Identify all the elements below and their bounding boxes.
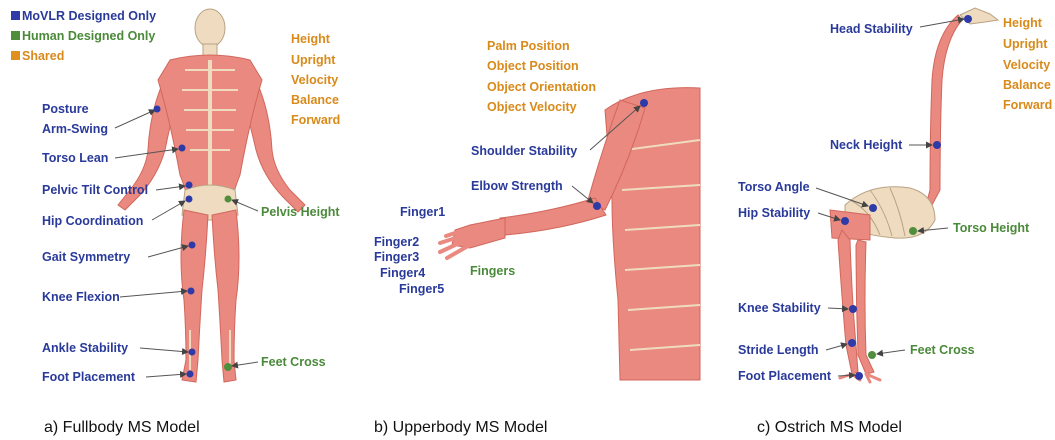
label-stride-length: Stride Length xyxy=(738,343,819,357)
marker-dot xyxy=(225,196,232,203)
legend-label-human: Human Designed Only xyxy=(22,29,155,43)
shared-label: Palm Position xyxy=(487,39,570,53)
marker-dot xyxy=(186,196,193,203)
legend: MoVLR Designed Only Human Designed Only … xyxy=(11,9,156,63)
fullbody-shared-labels: Height Upright Velocity Balance Forward xyxy=(291,32,340,127)
shared-label: Upright xyxy=(291,53,336,67)
legend-swatch-shared xyxy=(11,51,20,60)
shared-label: Height xyxy=(1003,16,1043,30)
marker-dot xyxy=(855,372,863,380)
label-torso-angle: Torso Angle xyxy=(738,180,810,194)
marker-dot xyxy=(186,182,193,189)
fullbody-movlr-labels: Posture Arm-Swing Torso Lean Pelvic Tilt… xyxy=(42,102,196,384)
legend-swatch-human xyxy=(11,31,20,40)
label-finger2: Finger2 xyxy=(374,235,419,249)
label-posture: Posture xyxy=(42,102,89,116)
marker-dot xyxy=(841,217,849,225)
marker-dot xyxy=(189,349,196,356)
shared-label: Velocity xyxy=(291,73,338,87)
shared-label: Balance xyxy=(1003,78,1051,92)
caption-upperbody: b) Upperbody MS Model xyxy=(374,419,547,436)
marker-dot xyxy=(154,106,161,113)
upperbody-human-labels: Fingers xyxy=(470,264,515,278)
label-finger1: Finger1 xyxy=(400,205,445,219)
shared-label: Forward xyxy=(1003,98,1052,112)
label-finger3: Finger3 xyxy=(374,250,419,264)
legend-swatch-movlr xyxy=(11,11,20,20)
marker-dot xyxy=(224,363,232,371)
ostrich-shared-labels: Height Upright Velocity Balance Forward xyxy=(1003,16,1052,112)
label-elbow-strength: Elbow Strength xyxy=(471,179,563,193)
label-ankle-stability: Ankle Stability xyxy=(42,341,128,355)
marker-dot xyxy=(849,305,857,313)
label-hip-stability: Hip Stability xyxy=(738,206,810,220)
marker-dot xyxy=(593,202,601,210)
shared-label: Object Velocity xyxy=(487,100,577,114)
label-torso-lean: Torso Lean xyxy=(42,151,108,165)
marker-dot xyxy=(848,339,856,347)
shared-label: Height xyxy=(291,32,331,46)
ostrich-human-labels: Torso Height Feet Cross xyxy=(868,221,1030,359)
legend-label-movlr: MoVLR Designed Only xyxy=(22,9,156,23)
shared-label: Upright xyxy=(1003,37,1048,51)
label-finger4: Finger4 xyxy=(380,266,425,280)
label-finger5: Finger5 xyxy=(399,282,444,296)
label-neck-height: Neck Height xyxy=(830,138,903,152)
marker-dot xyxy=(187,371,194,378)
label-pelvis-height: Pelvis Height xyxy=(261,205,340,219)
skull-icon xyxy=(195,9,225,47)
legend-label-shared: Shared xyxy=(22,49,64,63)
marker-dot xyxy=(640,99,648,107)
label-foot-placement: Foot Placement xyxy=(738,369,832,383)
shared-label: Forward xyxy=(291,113,340,127)
label-knee-stability: Knee Stability xyxy=(738,301,821,315)
ostrich-model-illustration xyxy=(830,8,998,382)
marker-dot xyxy=(933,141,941,149)
marker-dot xyxy=(868,351,876,359)
label-knee-flexion: Knee Flexion xyxy=(42,290,120,304)
label-shoulder-stability: Shoulder Stability xyxy=(471,144,577,158)
caption-fullbody: a) Fullbody MS Model xyxy=(44,419,200,436)
marker-dot xyxy=(179,145,186,152)
label-head-stability: Head Stability xyxy=(830,22,913,36)
upperbody-model-illustration xyxy=(440,88,700,380)
marker-dot xyxy=(189,242,196,249)
marker-dot xyxy=(869,204,877,212)
label-feet-cross: Feet Cross xyxy=(910,343,975,357)
label-fingers: Fingers xyxy=(470,264,515,278)
label-feet-cross: Feet Cross xyxy=(261,355,326,369)
marker-dot xyxy=(188,288,195,295)
label-gait-symmetry: Gait Symmetry xyxy=(42,250,130,264)
fullbody-human-labels: Pelvis Height Feet Cross xyxy=(224,196,340,372)
shared-label: Object Position xyxy=(487,59,579,73)
shared-label: Balance xyxy=(291,93,339,107)
label-torso-height: Torso Height xyxy=(953,221,1030,235)
shared-label: Velocity xyxy=(1003,58,1050,72)
label-hip-coordination: Hip Coordination xyxy=(42,214,143,228)
caption-ostrich: c) Ostrich MS Model xyxy=(757,419,902,436)
shared-label: Object Orientation xyxy=(487,80,596,94)
label-foot-placement: Foot Placement xyxy=(42,370,136,384)
marker-dot xyxy=(964,15,972,23)
upperbody-shared-labels: Palm Position Object Position Object Ori… xyxy=(487,39,596,114)
label-arm-swing: Arm-Swing xyxy=(42,122,108,136)
marker-dot xyxy=(909,227,917,235)
label-pelvic-tilt: Pelvic Tilt Control xyxy=(42,183,148,197)
